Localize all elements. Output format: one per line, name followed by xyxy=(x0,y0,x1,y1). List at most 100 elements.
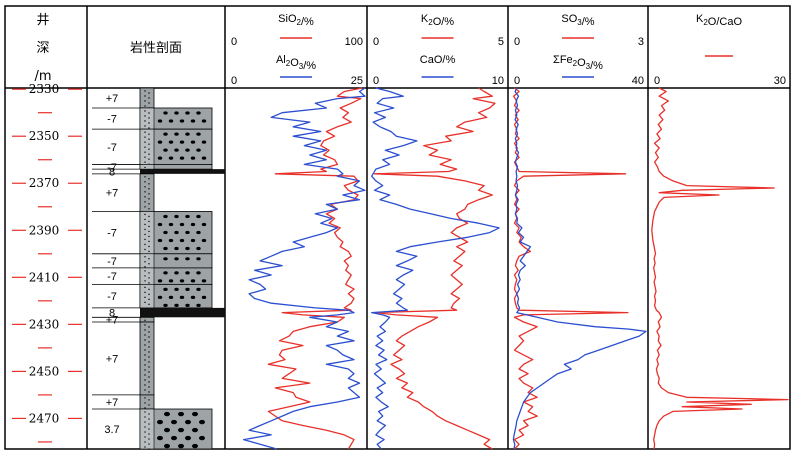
litho-dot xyxy=(185,148,190,152)
litho-speck xyxy=(148,443,150,445)
litho-dot xyxy=(163,271,168,275)
litho-dot xyxy=(168,222,174,227)
litho-dot xyxy=(190,140,196,144)
litho-speck xyxy=(144,280,146,282)
litho-dot xyxy=(174,111,179,115)
litho-dot xyxy=(192,411,198,417)
litho-edge xyxy=(139,211,155,255)
litho-speck xyxy=(144,379,146,381)
litho-dot xyxy=(163,111,168,115)
litho-speck xyxy=(144,223,146,226)
litho-dot xyxy=(199,435,205,441)
litho-speck xyxy=(148,102,150,104)
litho-speck xyxy=(148,117,150,119)
series-line-cao xyxy=(371,87,500,450)
litho-dot xyxy=(174,148,179,152)
litho-dot xyxy=(190,222,196,227)
depth-label: 2450 xyxy=(29,364,60,378)
litho-dot xyxy=(196,111,201,115)
litho-edge xyxy=(139,128,155,165)
series-line-k2ocao xyxy=(651,87,789,450)
litho-speck xyxy=(144,416,146,418)
series-line-k2o xyxy=(373,87,496,450)
litho-speck xyxy=(148,366,150,368)
litho-speck xyxy=(148,277,150,279)
litho-dot xyxy=(157,279,163,283)
litho-speck xyxy=(148,341,150,343)
litho-speck xyxy=(144,397,146,399)
litho-layer xyxy=(139,87,155,109)
litho-speck xyxy=(144,120,146,122)
litho-speck xyxy=(148,208,150,210)
depth-label: 2330 xyxy=(29,82,60,96)
litho-dot xyxy=(157,295,163,299)
litho-dot xyxy=(201,140,207,144)
litho-speck xyxy=(144,146,146,148)
litho-speck xyxy=(144,421,146,423)
litho-dot xyxy=(163,287,168,291)
litho-speck xyxy=(144,176,146,178)
litho-speck xyxy=(144,131,146,133)
litho-speck xyxy=(148,433,150,435)
litho-label: 8 xyxy=(109,308,115,320)
litho-dot xyxy=(174,214,179,219)
litho-speck xyxy=(144,181,146,183)
litho-label: -7 xyxy=(107,291,117,303)
litho-dark-band xyxy=(140,169,225,174)
litho-dark-band xyxy=(140,307,225,318)
litho-dot xyxy=(179,156,185,160)
litho-dot xyxy=(192,427,198,433)
litho-dot xyxy=(174,230,179,235)
litho-dot xyxy=(201,279,207,283)
litho-speck xyxy=(144,291,146,294)
axis-min-top: 0 xyxy=(373,36,379,48)
litho-speck xyxy=(144,90,146,92)
litho-speck xyxy=(144,141,146,143)
litho-dot xyxy=(201,222,207,227)
litho-speck xyxy=(148,428,150,430)
litho-dot xyxy=(178,443,184,449)
litho-speck xyxy=(144,213,146,216)
litho-speck xyxy=(144,201,146,203)
litho-speck xyxy=(148,188,150,190)
litho-edge xyxy=(139,284,155,309)
litho-speck xyxy=(148,326,150,328)
litho-speck xyxy=(144,344,146,346)
litho-speck xyxy=(148,235,150,238)
series-line-fe2o3 xyxy=(512,87,647,450)
litho-speck xyxy=(148,230,150,233)
litho-dot xyxy=(163,303,168,307)
litho-speck xyxy=(148,158,150,160)
litho-speck xyxy=(144,374,146,376)
litho-speck xyxy=(148,112,150,114)
litho-speck xyxy=(144,301,146,304)
litho-label: 8 xyxy=(109,166,115,178)
litho-dot xyxy=(168,156,174,160)
litho-speck xyxy=(144,270,146,272)
axis-max-top: 3 xyxy=(638,36,644,48)
depth-label: 2470 xyxy=(29,411,60,425)
litho-speck xyxy=(144,275,146,277)
litho-speck xyxy=(144,125,146,127)
litho-dot xyxy=(196,230,201,235)
litho-dot xyxy=(185,271,190,275)
litho-speck xyxy=(144,156,146,158)
litho-dot xyxy=(174,303,179,307)
litho-speck xyxy=(148,272,150,274)
panel-top-name: K2O/% xyxy=(421,13,454,28)
panel-top-name: K2O/CaO xyxy=(696,13,742,28)
litho-label: -7 xyxy=(107,162,117,174)
litho-speck xyxy=(148,391,150,393)
litho-speck xyxy=(144,256,146,258)
litho-dot xyxy=(196,214,201,219)
litho-speck xyxy=(144,136,146,138)
axis-max-bottom: 10 xyxy=(492,75,504,87)
axis-min-top: 0 xyxy=(514,36,520,48)
panel-top-name: SO3/% xyxy=(561,13,594,28)
litho-speck xyxy=(144,100,146,102)
litho-speck xyxy=(144,407,146,409)
litho-speck xyxy=(148,138,150,140)
litho-dot xyxy=(185,111,190,115)
axis-min-bottom: 0 xyxy=(514,75,520,87)
panel-bottom-name: Al2O3/% xyxy=(276,54,316,72)
